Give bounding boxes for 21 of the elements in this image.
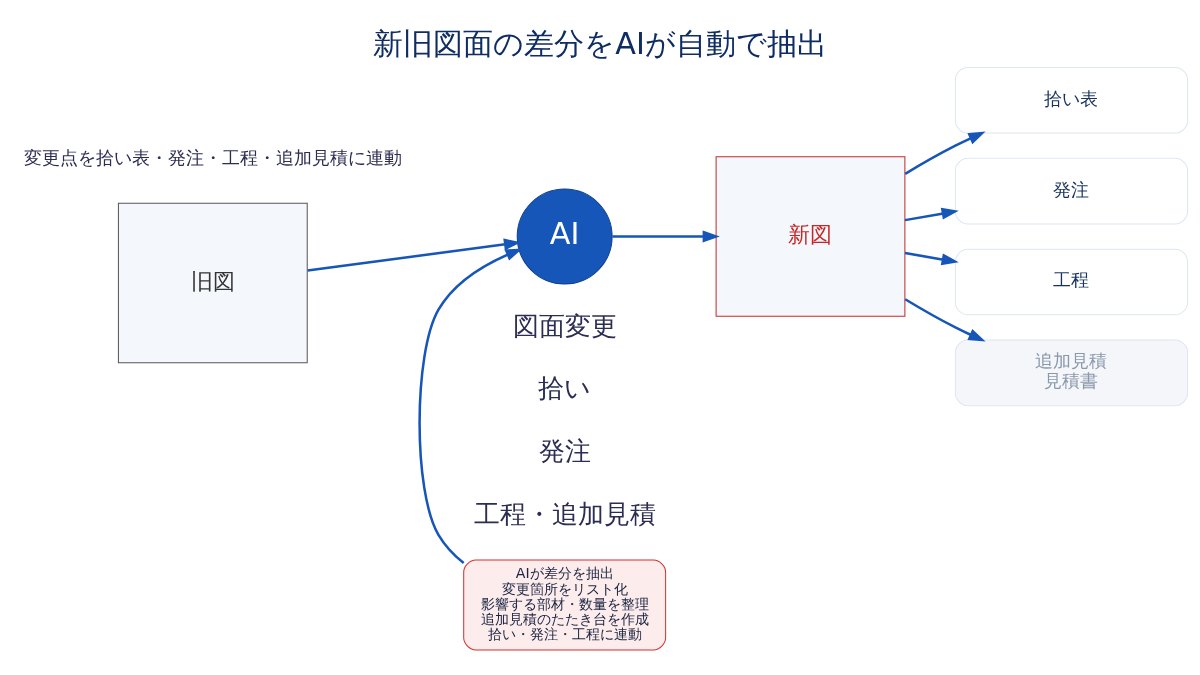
arrow xyxy=(904,297,986,341)
label: 図面変更 xyxy=(512,310,617,341)
node-box: 追加見積 見積書 xyxy=(954,339,1189,406)
node-box: 拾い表 xyxy=(954,66,1189,134)
node-box: AIが差分を抽出 変更箇所をリスト化 影響する部材・数量を整理 追加見積のたたき台を作成 拾い・発注・工程に連動 xyxy=(463,559,667,650)
arrow xyxy=(904,251,959,265)
node-circle: AI xyxy=(516,188,613,284)
label: 変更点を拾い表・発注・工程・追加見積に連動 xyxy=(23,146,402,168)
label: 工程・追加見積 xyxy=(473,498,656,529)
node-box: 旧図 xyxy=(117,202,308,363)
arrow xyxy=(612,230,720,243)
label: 発注 xyxy=(538,435,591,466)
arrow xyxy=(904,131,986,175)
arrow xyxy=(904,207,959,221)
arrow xyxy=(418,247,523,564)
node-box: 工程 xyxy=(954,248,1189,315)
diagram-title: 新旧図面の差分をAIが自動で抽出 xyxy=(373,25,827,61)
node-box: 発注 xyxy=(954,157,1189,224)
label: 拾い xyxy=(538,372,592,403)
node-box: 新図 xyxy=(715,155,906,317)
arrow xyxy=(307,238,522,272)
